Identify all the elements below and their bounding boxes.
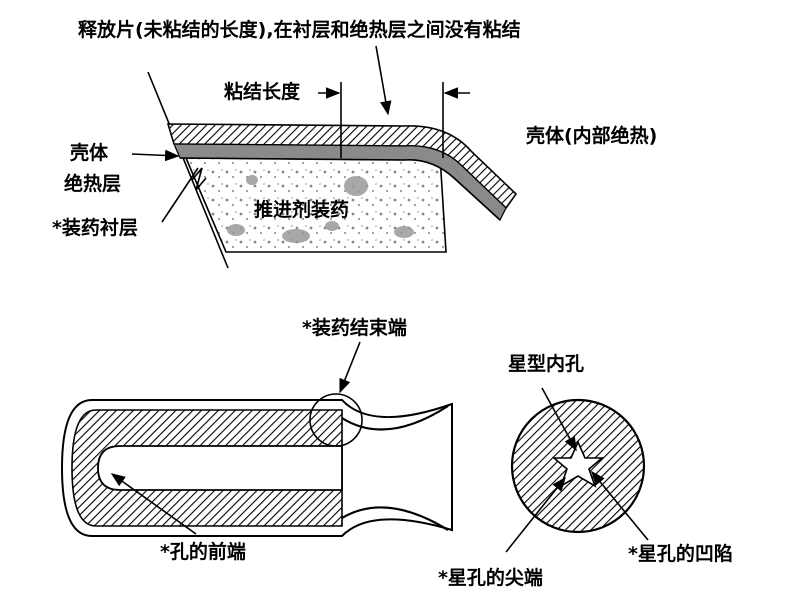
star-bore-leader bbox=[541, 387, 577, 452]
case-section-detail bbox=[131, 45, 518, 269]
bond-length-label: 粘结长度 bbox=[224, 80, 301, 103]
bore-front-label: *孔的前端 bbox=[160, 540, 246, 563]
star-bore-shape bbox=[551, 440, 605, 488]
break-mark bbox=[191, 167, 207, 191]
central-bore bbox=[97, 445, 343, 491]
star-bore-label: 星型内孔 bbox=[508, 352, 584, 375]
star-bore-cross-section bbox=[505, 387, 649, 553]
grain-terminus-label: *装药结束端 bbox=[302, 316, 407, 339]
case-leader bbox=[131, 149, 180, 162]
section-cut-line bbox=[147, 71, 229, 269]
grain-longitudinal-view bbox=[60, 341, 453, 537]
release-flap-label: 释放片(未粘结的长度),在衬层和绝热层之间没有粘结 bbox=[78, 18, 521, 41]
nozzle-lower bbox=[341, 506, 449, 531]
grain-terminus-circle bbox=[309, 393, 363, 447]
liner-label: *装药衬层 bbox=[52, 216, 138, 239]
grain-terminus-leader bbox=[339, 341, 361, 394]
insulation-layer-label: 绝热层 bbox=[64, 172, 121, 195]
case-internal-insulation-label: 壳体(内部绝热) bbox=[525, 124, 657, 147]
propellant-blotches bbox=[227, 175, 414, 243]
propellant-grain-label: 推进剂装药 bbox=[254, 198, 349, 221]
nozzle-upper bbox=[341, 405, 449, 431]
bore-front-leader bbox=[110, 473, 197, 535]
release-flap-leader bbox=[375, 45, 392, 116]
case-label: 壳体 bbox=[69, 141, 109, 164]
star-tip-label: *星孔的尖端 bbox=[438, 566, 543, 589]
star-valley-label: *星孔的凹陷 bbox=[628, 542, 733, 565]
motor-outer-case bbox=[60, 399, 453, 537]
star-tip-leader bbox=[505, 476, 566, 553]
liner-leader bbox=[161, 167, 199, 223]
star-valley-leader bbox=[591, 470, 649, 541]
liner-line bbox=[179, 157, 501, 221]
